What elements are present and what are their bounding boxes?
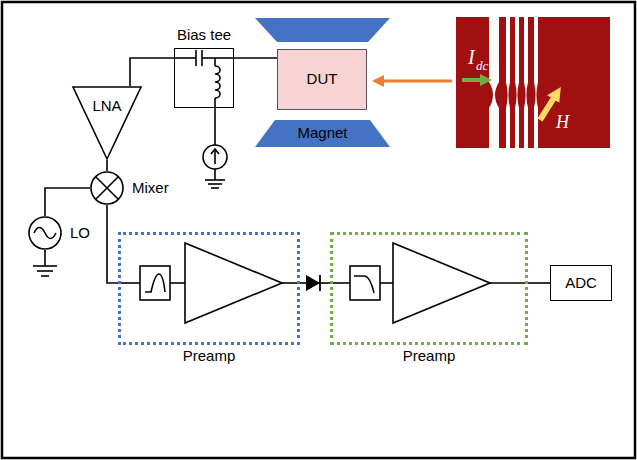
wire [300,282,330,284]
current-subscript: dc [476,58,488,74]
wire [107,205,118,283]
device-slot [534,17,538,148]
pointer-arrow [378,80,452,83]
field-symbol: H [556,112,569,133]
magnet-pole: Magnet [255,120,390,147]
preamp-group: Preamp [118,232,300,345]
mixer-symbol: Mixer [90,171,124,205]
wire [106,160,108,171]
ground-symbol [33,250,57,276]
device-slot [524,17,528,148]
outline [29,217,61,249]
device-inset [456,17,610,148]
wire [234,57,277,59]
device-slot [489,17,499,148]
bias-tee-circuit [174,50,234,188]
adc-box: ADC [550,265,612,301]
wire [528,282,550,284]
outline [255,120,390,147]
oscillator-symbol-outline [28,216,62,250]
mixer-symbol-outline [90,171,124,205]
node-label: LO [70,225,90,242]
preamp-group: Preamp [330,232,528,345]
magnet-pole [255,18,390,42]
wire [130,58,174,86]
amplifier-triangle: LNA [72,86,142,160]
node-label: LNA [92,98,121,115]
node-label: ADC [565,275,597,292]
node-label: Preamp [183,348,236,365]
preamp-circuit [118,243,528,323]
node-label: Magnet [297,125,347,142]
current-symbol: I [468,46,475,69]
device-slot [506,17,510,148]
device-slot [515,17,519,148]
wire [45,188,90,216]
oscillator-symbol: LO [28,216,62,250]
outline [91,172,123,204]
outline [34,228,56,239]
node-label: Mixer [132,180,169,197]
bias-tee-box: Bias tee [174,48,234,108]
outline [73,87,141,159]
node-label: Preamp [403,348,456,365]
node-label: Bias tee [177,27,231,44]
node-label: DUT [307,71,338,88]
device-box: DUT [277,49,367,110]
outline [96,177,119,200]
